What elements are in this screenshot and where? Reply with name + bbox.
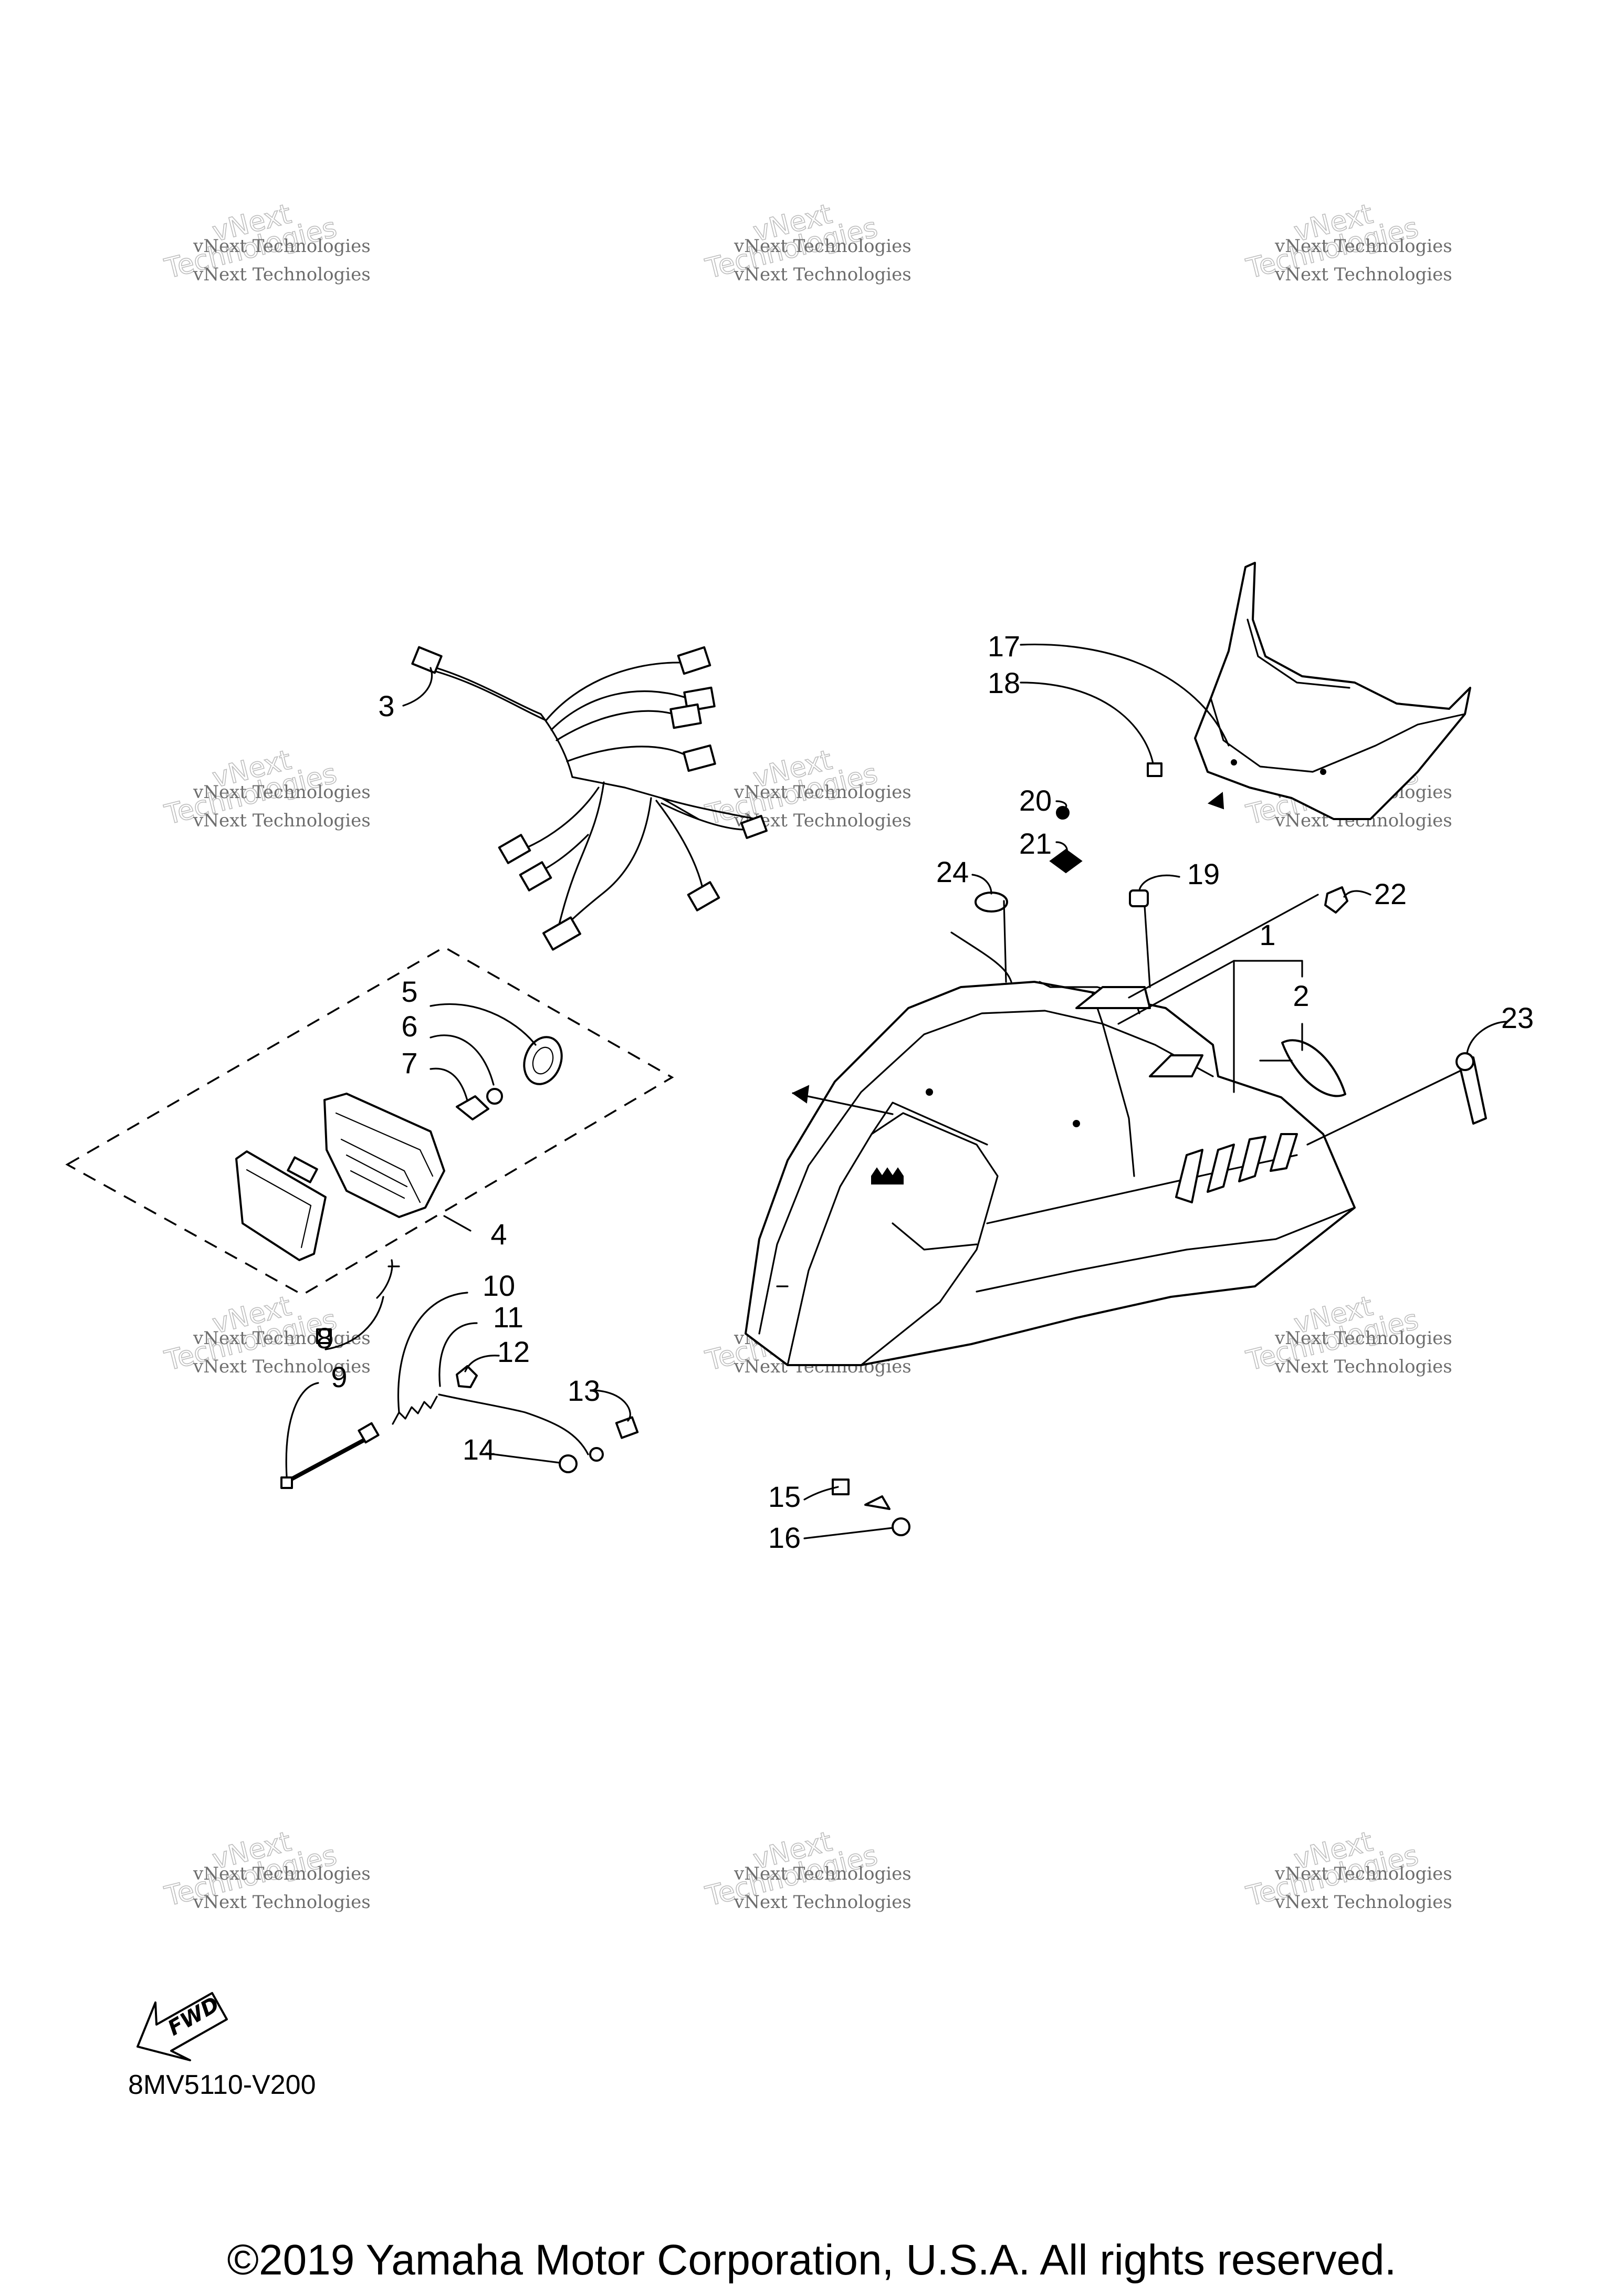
watermark-line: vNext Technologies xyxy=(1274,264,1452,285)
callout-16: 16 xyxy=(768,1521,801,1554)
windshield xyxy=(1147,562,1471,820)
callout-8: 8 xyxy=(316,1322,332,1355)
callout-9: 9 xyxy=(331,1360,347,1393)
watermark-line: vNext Technologies xyxy=(1274,1863,1452,1884)
callout-11: 11 xyxy=(493,1301,523,1334)
fwd-arrow: FWD xyxy=(137,1992,228,2061)
callout-14: 14 xyxy=(463,1433,495,1466)
callout-18: 18 xyxy=(988,666,1020,699)
copyright-notice: ©2019 Yamaha Motor Corporation, U.S.A. A… xyxy=(227,2236,1397,2284)
callout-23: 23 xyxy=(1501,1001,1534,1034)
watermark-line: vNext Technologies xyxy=(734,1863,912,1884)
headlight-lens xyxy=(235,1150,327,1261)
watermark-line: vNext Technologies xyxy=(193,1328,371,1349)
watermark-line: vNext Technologies xyxy=(734,1892,912,1913)
callout-numbers: 1 2 3 4 5 6 7 8 9 10 11 12 13 14 15 16 1… xyxy=(316,630,1534,1554)
callout-21: 21 xyxy=(1019,827,1052,860)
watermark-line: vNext Technologies xyxy=(193,1892,371,1913)
spring-10 xyxy=(392,1396,438,1425)
callout-3: 3 xyxy=(378,689,394,722)
watermark-line: vNext Technologies xyxy=(1274,1892,1452,1913)
callout-4: 4 xyxy=(490,1218,507,1251)
watermark-line: vNext Technologies xyxy=(193,1863,371,1884)
watermark-line: vNext Technologies xyxy=(193,782,371,803)
headlight-assembly xyxy=(65,946,674,1296)
clip-12 xyxy=(456,1365,478,1388)
leader-lines xyxy=(285,643,1508,1539)
watermark-line: vNext Technologies xyxy=(193,810,371,831)
callout-6: 6 xyxy=(401,1010,417,1043)
callout-1: 1 xyxy=(1259,918,1275,951)
bolt-9 xyxy=(285,1434,373,1484)
watermark-line: vNext Technologies xyxy=(193,264,371,285)
watermark-line: vNext Technologies xyxy=(193,1356,371,1377)
callout-20: 20 xyxy=(1019,784,1052,817)
watermark-line: vNext Technologies xyxy=(1274,1328,1452,1349)
cable-11 xyxy=(438,1393,589,1455)
callout-15: 15 xyxy=(768,1480,801,1513)
callout-12: 12 xyxy=(497,1335,530,1368)
callout-7: 7 xyxy=(401,1046,417,1079)
watermark-line: vNext Technologies xyxy=(734,264,912,285)
watermark-line: vNext Technologies xyxy=(1274,1356,1452,1377)
watermark-line: vNext Technologies xyxy=(193,236,371,257)
callout-2: 2 xyxy=(1293,979,1309,1012)
callout-13: 13 xyxy=(568,1374,600,1407)
callout-5: 5 xyxy=(401,975,417,1008)
callout-17: 17 xyxy=(988,630,1020,663)
headlight-bulb xyxy=(456,1095,489,1120)
callout-10: 10 xyxy=(483,1269,515,1302)
drawing-code: 8MV5110-V200 xyxy=(128,2070,316,2100)
callout-19: 19 xyxy=(1187,857,1220,890)
hood-cowling xyxy=(745,981,1356,1366)
small-parts xyxy=(280,806,1487,1536)
watermark-line: vNext Technologies xyxy=(734,236,912,257)
headlight-housing xyxy=(323,1093,445,1218)
bulb-cover xyxy=(523,1036,563,1085)
watermark-line: vNext Technologies xyxy=(734,782,912,803)
callout-22: 22 xyxy=(1374,877,1407,910)
watermark-line: vNext Technologies xyxy=(1274,236,1452,257)
callout-24: 24 xyxy=(936,855,969,888)
wire-harness xyxy=(411,646,768,951)
